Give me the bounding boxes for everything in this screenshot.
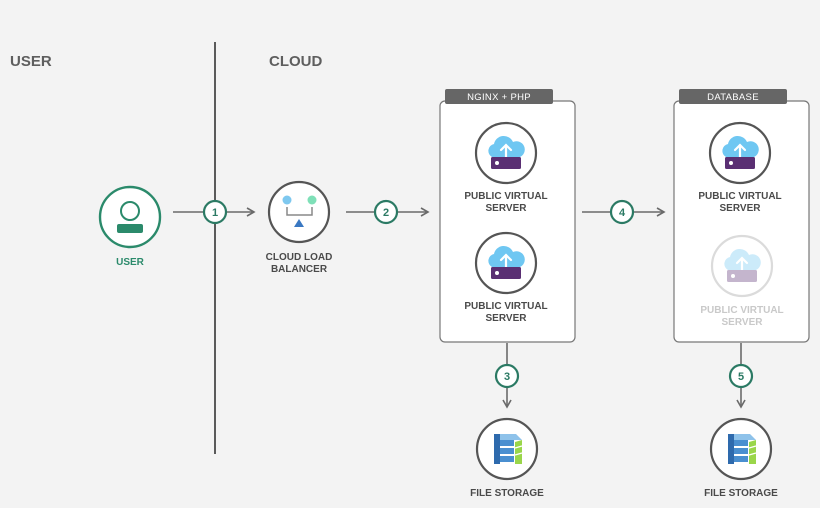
file-storage-1-label: FILE STORAGE <box>470 488 544 499</box>
database-server-1-label-line1: PUBLIC VIRTUAL <box>698 191 781 202</box>
step-1: 1 <box>202 199 228 225</box>
file-storage-node-2: FILE STORAGE <box>704 417 778 499</box>
database-server-2-label-line1: PUBLIC VIRTUAL <box>700 305 783 316</box>
nginx-server-2-label-line2: SERVER <box>486 313 528 324</box>
load-balancer-node: CLOUD LOAD BALANCER <box>266 180 333 275</box>
step-4-number: 4 <box>619 207 626 219</box>
nginx-server-1-label-line1: PUBLIC VIRTUAL <box>464 191 547 202</box>
group-nginx: NGINX + PHP <box>439 89 576 343</box>
zone-label-cloud: CLOUD <box>269 53 322 70</box>
step-2-number: 2 <box>383 207 389 219</box>
load-balancer-label-line1: CLOUD LOAD <box>266 252 333 263</box>
group-nginx-tag-bg <box>445 89 553 104</box>
file-storage-icon <box>493 433 523 465</box>
nginx-server-1-label-line2: SERVER <box>486 203 528 214</box>
load-balancer-label-line2: BALANCER <box>271 264 328 275</box>
database-server-2-faded <box>710 234 774 298</box>
step-4: 4 <box>609 199 635 225</box>
person-icon <box>117 201 143 233</box>
group-database: DATABASE <box>673 89 810 343</box>
load-balancer-ring <box>267 180 331 244</box>
group-database-tag-bg <box>679 89 787 104</box>
database-server-1: PUBLIC VIRTUAL SERVER <box>698 121 782 214</box>
file-storage-icon <box>727 433 757 465</box>
step-5-number: 5 <box>738 371 744 383</box>
group-nginx-tag: NGINX + PHP <box>467 92 531 103</box>
database-server-1-label-line2: SERVER <box>720 203 762 214</box>
step-1-number: 1 <box>212 207 218 219</box>
zone-label-user: USER <box>10 53 52 70</box>
group-database-tag: DATABASE <box>707 92 759 103</box>
nginx-server-2: PUBLIC VIRTUAL SERVER <box>464 231 548 324</box>
step-2: 2 <box>373 199 399 225</box>
file-storage-node-1: FILE STORAGE <box>470 417 544 499</box>
file-storage-2-label: FILE STORAGE <box>704 488 778 499</box>
nginx-server-2-label-line1: PUBLIC VIRTUAL <box>464 301 547 312</box>
database-server-2-label-line2: SERVER <box>722 317 764 328</box>
nginx-server-1: PUBLIC VIRTUAL SERVER <box>464 121 548 214</box>
user-label: USER <box>116 257 145 268</box>
step-3-number: 3 <box>504 371 510 383</box>
user-node-ring <box>98 185 162 249</box>
step-5: 5 <box>728 363 754 389</box>
step-3: 3 <box>494 363 520 389</box>
load-balancer-icon <box>282 195 317 227</box>
user-node: USER <box>98 185 162 268</box>
